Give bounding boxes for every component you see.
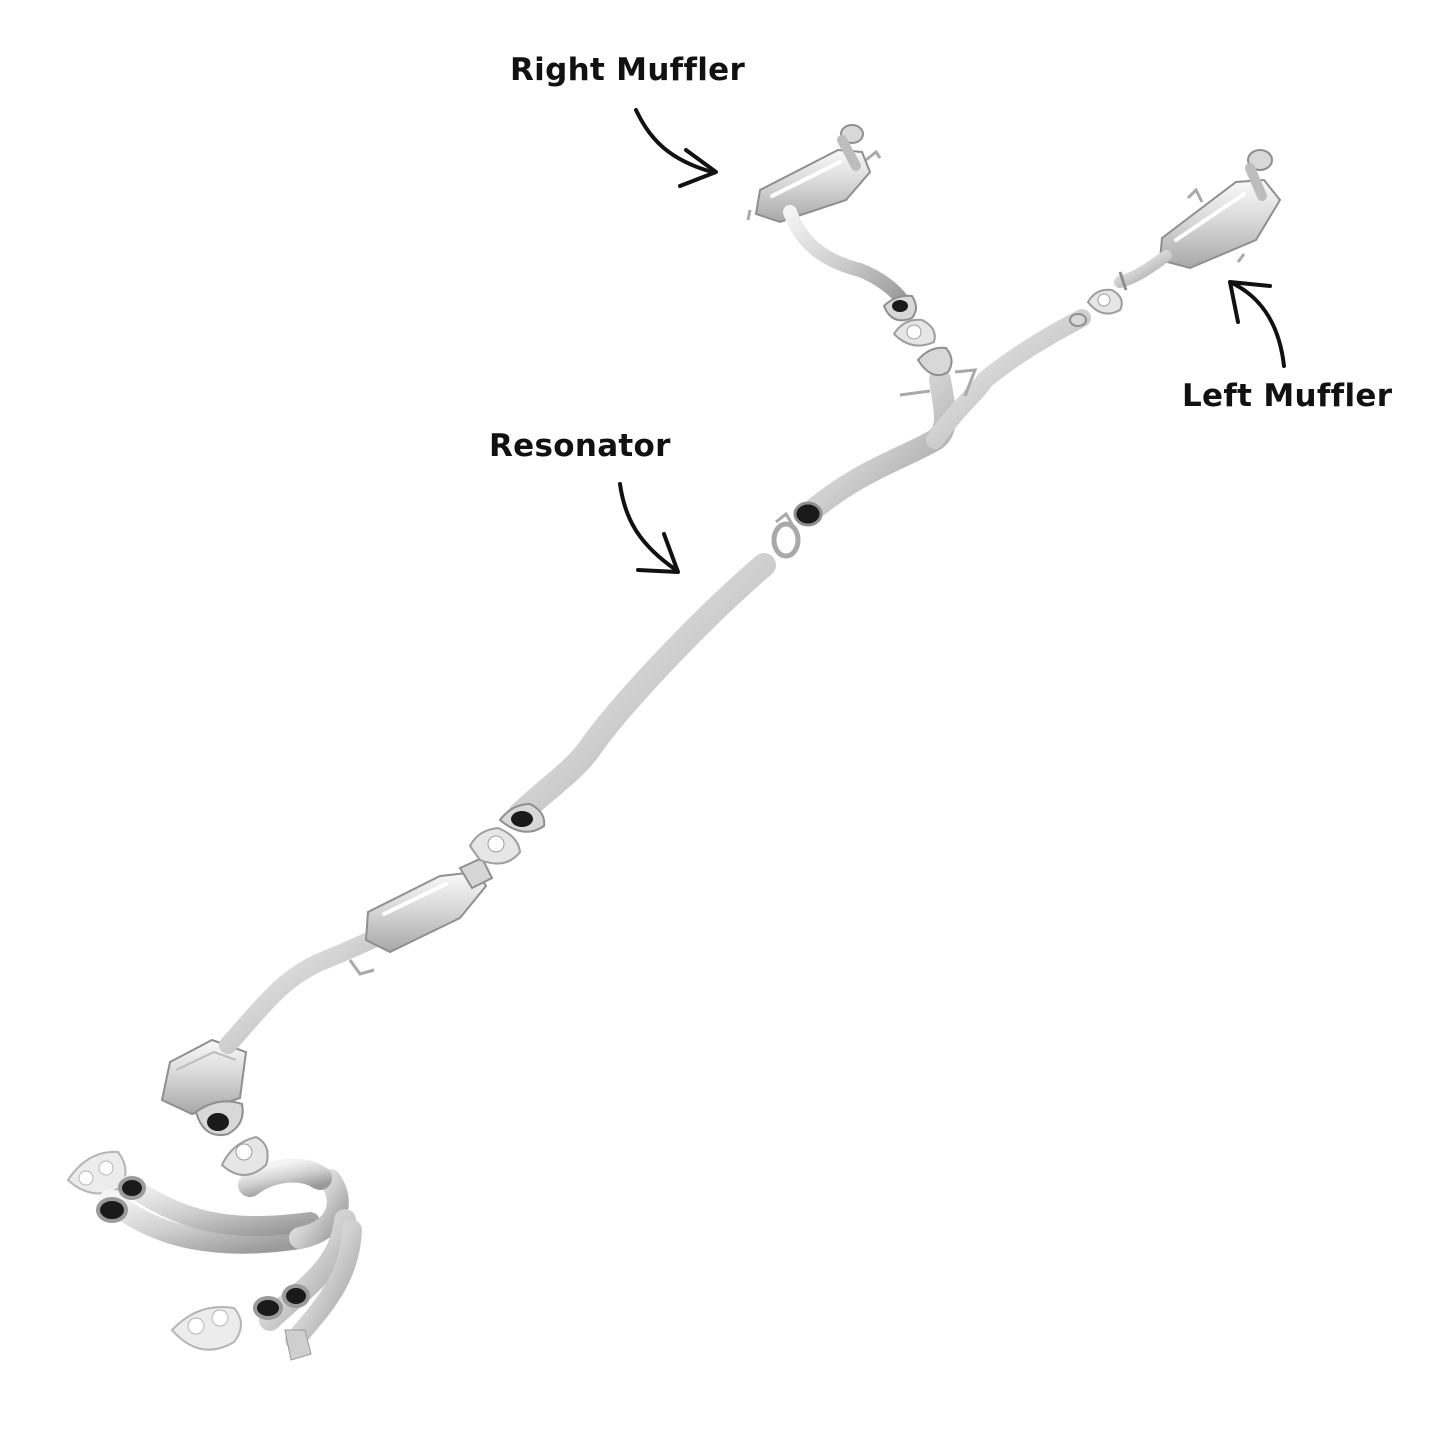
left-muffler [1114,149,1282,291]
front-catalytic-converter [160,1038,248,1136]
y-pipe [793,309,1091,527]
right-muffler-arrow [634,108,718,188]
header-gasket [220,1135,269,1176]
right-muffler-gasket [892,318,936,347]
left-muffler-label: Left Muffler [1182,378,1393,414]
pipe-clamp [771,511,801,559]
front-pipe [219,927,389,1054]
right-muffler-label: Right Muffler [510,52,746,88]
main-catalytic-converter [364,856,494,954]
resonator-label: Resonator [489,428,671,464]
exhaust-header [66,1150,362,1361]
right-muffler [746,124,917,322]
cat-outlet-gasket [468,826,522,865]
left-muffler-gasket [1086,288,1123,315]
resonator-pipe [498,553,776,833]
resonator-arrow [618,482,680,574]
left-muffler-arrow [1228,280,1286,368]
